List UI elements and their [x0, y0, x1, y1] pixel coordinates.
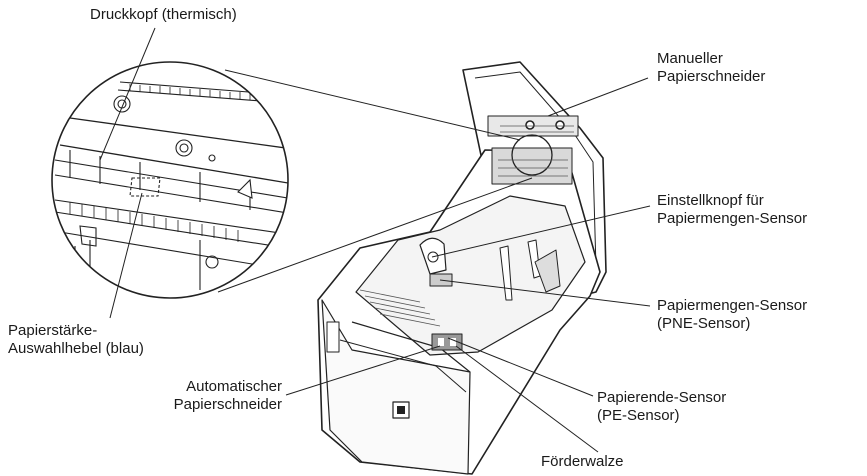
leader-foerderwalze [455, 345, 599, 453]
leader-manueller [547, 77, 649, 117]
leader-pe [447, 337, 594, 397]
zoom-circle [51, 61, 289, 299]
label-manueller-papierschneider: Manueller Papierschneider [657, 50, 766, 85]
label-pne-sensor: Papiermengen-Sensor (PNE-Sensor) [657, 297, 808, 332]
label-papierstaerke-hebel: Papierstärke- Auswahlhebel (blau) [8, 322, 144, 357]
printer-body [317, 61, 607, 475]
label-foerderwalze: Förderwalze [541, 453, 624, 470]
leader-lines [99, 27, 651, 453]
leader-einstellknopf [431, 205, 651, 258]
leader-pne [439, 279, 651, 307]
label-automatischer-papierschneider: Automatischer Papierschneider [173, 378, 282, 413]
zoom-detail [51, 61, 533, 299]
label-druckkopf: Druckkopf (thermisch) [90, 6, 237, 23]
leader-automatischer [285, 345, 441, 396]
label-einstellknopf: Einstellknopf für Papiermengen-Sensor [657, 192, 808, 227]
leader-druckkopf [99, 27, 156, 161]
label-pe-sensor: Papierende-Sensor (PE-Sensor) [597, 389, 727, 424]
leader-papierstaerke [109, 192, 143, 319]
